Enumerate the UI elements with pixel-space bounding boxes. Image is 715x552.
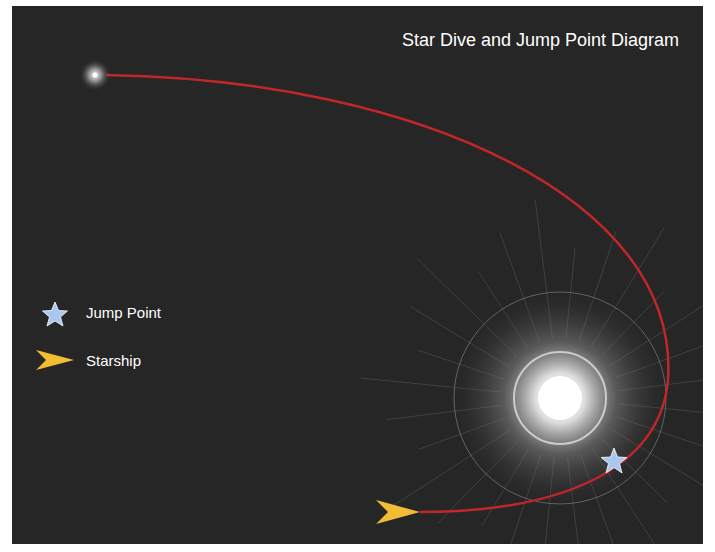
legend-star-sample: [43, 302, 68, 326]
trajectory: [106, 75, 668, 512]
starship: [376, 500, 420, 524]
star-corona-ring: [454, 292, 666, 504]
star-inner-ring: [514, 352, 606, 444]
distant-star-core: [93, 73, 98, 78]
legend-starship-sample: [36, 350, 74, 370]
star-core: [538, 376, 582, 420]
diagram-title: Star Dive and Jump Point Diagram: [402, 30, 679, 51]
jump-point-star: [601, 448, 627, 473]
star-glow: [448, 286, 672, 510]
legend-label: Jump Point: [86, 304, 161, 321]
legend-label: Starship: [86, 352, 141, 369]
